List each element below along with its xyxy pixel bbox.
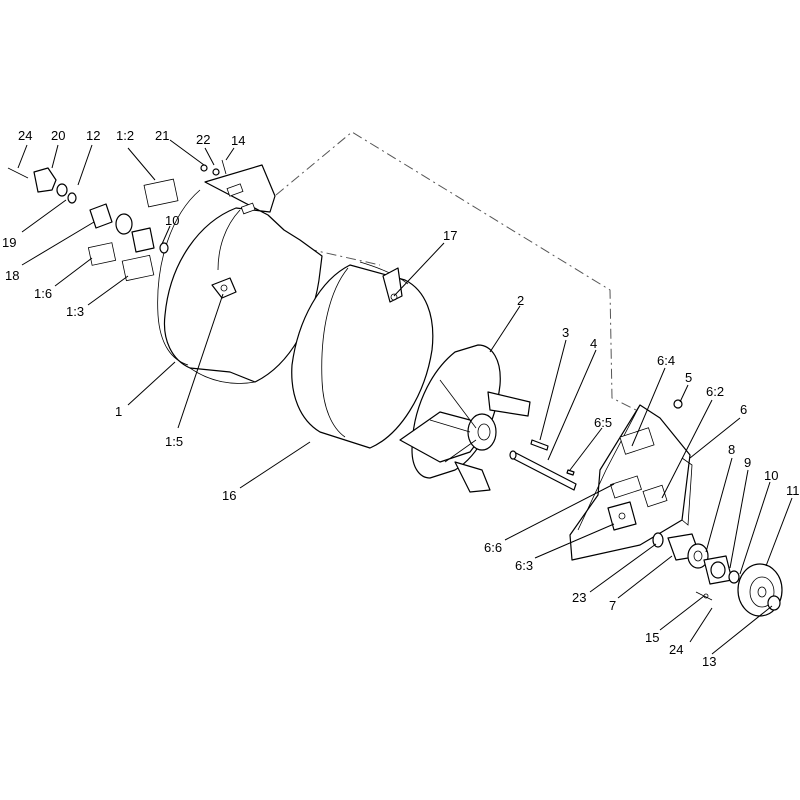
callout-1: 1 bbox=[115, 404, 122, 419]
callout-7: 7 bbox=[609, 598, 616, 613]
impeller-fan bbox=[399, 344, 531, 493]
callout-18: 18 bbox=[5, 268, 19, 283]
callout-22: 22 bbox=[196, 132, 210, 147]
callout-2: 2 bbox=[517, 293, 524, 308]
shaft-key bbox=[530, 439, 549, 451]
callout-24b: 24 bbox=[669, 642, 683, 657]
callout-10a: 10 bbox=[165, 213, 179, 228]
assembly-phantom-line bbox=[275, 131, 641, 413]
callout-1-2: 1:2 bbox=[116, 128, 134, 143]
callout-labels: 24 20 12 1:2 21 22 14 19 18 10 1:6 1:3 1… bbox=[2, 128, 800, 669]
callout-24a: 24 bbox=[18, 128, 32, 143]
callout-6-4: 6:4 bbox=[657, 353, 675, 368]
callout-6-5: 6:5 bbox=[594, 415, 612, 430]
callout-6-2: 6:2 bbox=[706, 384, 724, 399]
pin-small bbox=[566, 469, 575, 476]
assembly-phantom-line-2 bbox=[267, 239, 381, 266]
callout-20: 20 bbox=[51, 128, 65, 143]
housing-right bbox=[569, 404, 693, 561]
callout-6-3: 6:3 bbox=[515, 558, 533, 573]
callout-17: 17 bbox=[443, 228, 457, 243]
callout-11: 11 bbox=[786, 483, 800, 498]
callout-12: 12 bbox=[86, 128, 100, 143]
callout-5: 5 bbox=[685, 370, 692, 385]
callout-1-3: 1:3 bbox=[66, 304, 84, 319]
callout-9: 9 bbox=[744, 455, 751, 470]
callout-23: 23 bbox=[572, 590, 586, 605]
callout-13: 13 bbox=[702, 654, 716, 669]
callout-14: 14 bbox=[231, 133, 245, 148]
drive-shaft bbox=[509, 450, 577, 491]
callout-21: 21 bbox=[155, 128, 169, 143]
callout-8: 8 bbox=[728, 442, 735, 457]
callout-6: 6 bbox=[740, 402, 747, 417]
housing-left bbox=[157, 164, 323, 384]
callout-1-6: 1:6 bbox=[34, 286, 52, 301]
bearing-stack-right bbox=[652, 532, 783, 617]
callout-6-6: 6:6 bbox=[484, 540, 502, 555]
callout-4: 4 bbox=[590, 336, 597, 351]
callout-19: 19 bbox=[2, 235, 16, 250]
callout-3: 3 bbox=[562, 325, 569, 340]
callout-1-5: 1:5 bbox=[165, 434, 183, 449]
callout-16: 16 bbox=[222, 488, 236, 503]
liner-band bbox=[291, 261, 434, 449]
callout-15: 15 bbox=[645, 630, 659, 645]
callout-10b: 10 bbox=[764, 468, 778, 483]
leader-lines bbox=[17, 139, 793, 655]
bearing-stack-left bbox=[7, 159, 227, 282]
